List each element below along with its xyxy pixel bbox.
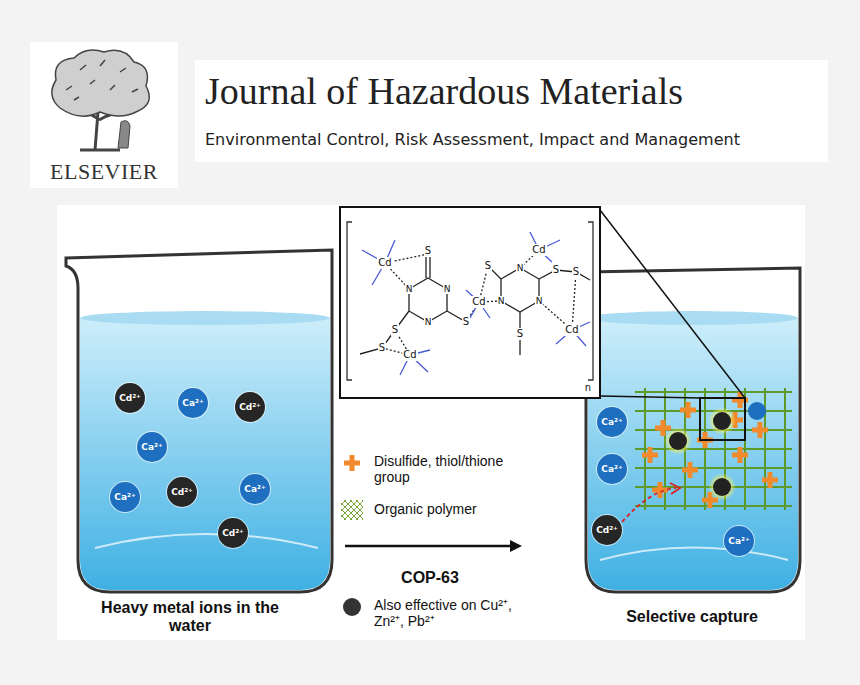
ion-label: Cd²⁺ <box>222 528 244 538</box>
ion-circle: Cd²⁺ <box>167 477 197 507</box>
atom-label: N <box>405 284 414 294</box>
ion-label: Ca²⁺ <box>728 536 749 546</box>
process-label: COP-63 <box>401 569 459 587</box>
captured-ions <box>664 402 766 501</box>
atom-label: S <box>516 328 524 340</box>
ion-circle: Ca²⁺ <box>137 432 167 462</box>
ion-label: Ca²⁺ <box>182 398 203 408</box>
journal-subtitle: Environmental Control, Risk Assessment, … <box>205 131 740 149</box>
figure-panel <box>57 205 805 640</box>
ion-label: Ca²⁺ <box>601 464 622 474</box>
capture-head <box>670 483 680 494</box>
atom-label: N <box>443 284 452 294</box>
left-beaker <box>66 250 332 592</box>
process-arrowhead <box>510 540 522 552</box>
ion-label: Cd²⁺ <box>119 393 141 403</box>
right-beaker <box>586 268 800 592</box>
ion-circle: Cd²⁺ <box>235 392 265 422</box>
zoom-box <box>700 398 745 440</box>
journal-title: Journal of Hazardous Materials <box>205 70 683 114</box>
legend-plus <box>344 455 360 471</box>
zoom-lines <box>600 210 745 398</box>
repeat-index: n <box>585 382 591 394</box>
atom-label: Cd <box>564 324 579 336</box>
publisher-name: ELSEVIER <box>50 159 158 184</box>
ion-circle: Ca²⁺ <box>110 482 140 512</box>
atom-label: S <box>462 316 470 328</box>
logo-panel <box>30 42 178 188</box>
ion-label: Cd²⁺ <box>171 487 193 497</box>
atom-label: N <box>535 296 544 306</box>
ion-label: Cd²⁺ <box>239 402 261 412</box>
ion-label: Ca²⁺ <box>244 484 265 494</box>
polymer-grid <box>635 388 792 510</box>
ion-label: Ca²⁺ <box>114 492 135 502</box>
ion-circle: Ca²⁺ <box>178 388 208 418</box>
legend-hatch <box>341 500 363 520</box>
ion-circle: Cd²⁺ <box>592 515 622 545</box>
process-arrow <box>345 545 512 548</box>
atom-label: Cd <box>402 349 417 361</box>
atom-label: Cd <box>377 257 392 269</box>
legend-swatch <box>343 598 361 616</box>
ion-circle: Cd²⁺ <box>115 383 145 413</box>
atom-label: Cd <box>471 296 486 308</box>
atom-label: N <box>516 263 525 273</box>
ion-circle: Ca²⁺ <box>724 526 754 556</box>
atom-label: S <box>424 245 432 257</box>
molecule-bonds <box>360 250 590 355</box>
tree-logo <box>52 50 149 150</box>
ion-label: Ca²⁺ <box>601 417 622 427</box>
ion-circle: Ca²⁺ <box>597 454 627 484</box>
atom-label: S <box>378 342 386 354</box>
cd-ligand-stubs <box>362 232 590 375</box>
inset-box <box>340 207 600 398</box>
atom-label: Cd <box>531 244 546 256</box>
ion-circle: Ca²⁺ <box>597 407 627 437</box>
atom-label: S <box>391 324 399 336</box>
atom-label: S <box>552 264 560 276</box>
ion-circle: Cd²⁺ <box>218 518 248 548</box>
ion-label: Ca²⁺ <box>141 442 162 452</box>
title-panel <box>195 60 828 162</box>
capture-path <box>622 488 676 522</box>
ion-circle: Ca²⁺ <box>240 474 270 504</box>
ion-label: Cd²⁺ <box>596 525 618 535</box>
atom-label: S <box>572 266 580 278</box>
atom-label: N <box>424 317 433 327</box>
legend-text: Also effective on Cu²⁺, Zn²⁺, Pb²⁺ <box>374 597 514 629</box>
panel-caption: Heavy metal ions in the water <box>100 599 280 636</box>
legend-text: Organic polymer <box>374 501 524 517</box>
repeat-brackets <box>347 222 593 380</box>
panel-caption: Selective capture <box>626 608 758 626</box>
atom-label: N <box>497 296 506 306</box>
legend-text: Disulfide, thiol/thione group <box>374 453 524 485</box>
atom-label: S <box>484 260 492 272</box>
